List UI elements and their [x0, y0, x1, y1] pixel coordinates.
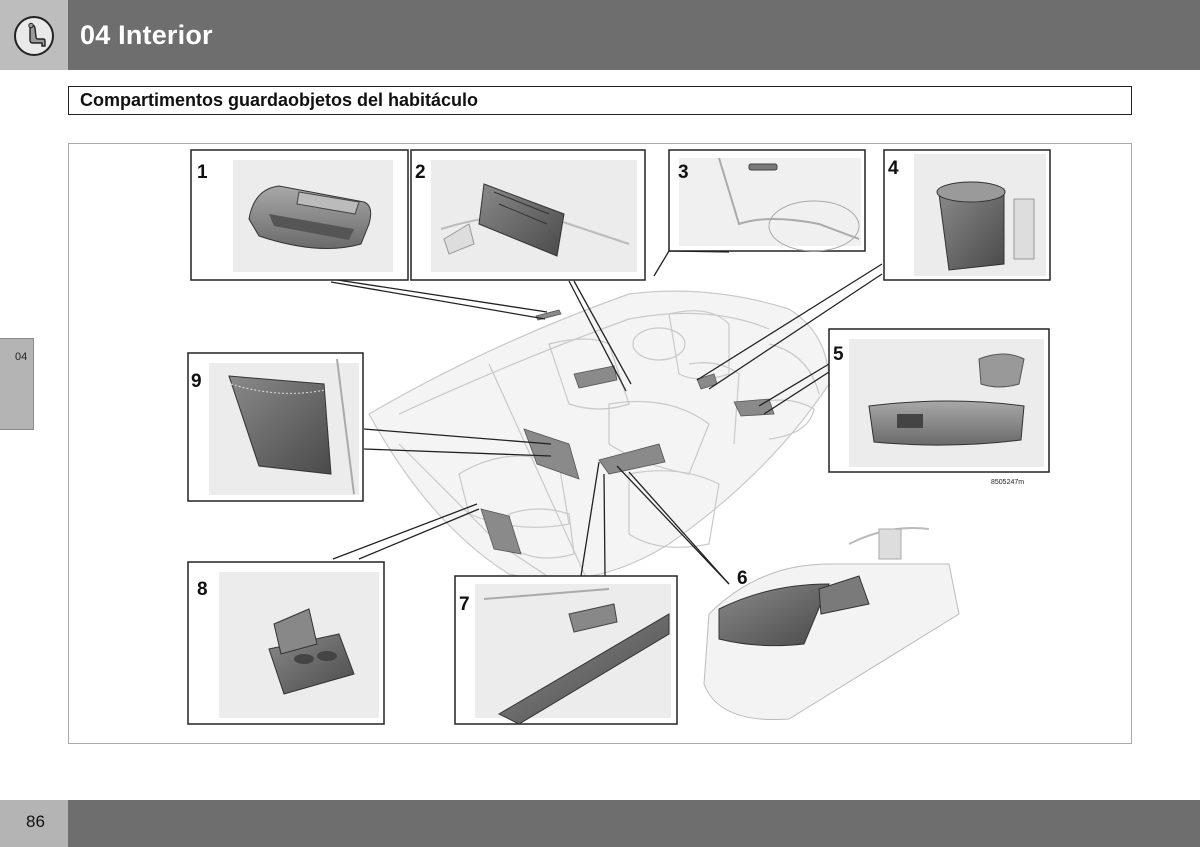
- callout-9: 9: [191, 371, 202, 392]
- chapter-side-tab[interactable]: 04: [0, 338, 34, 430]
- callout-7: 7: [459, 594, 470, 615]
- detail-box-6: [703, 527, 960, 721]
- figure-reference-code: 8505247m: [991, 479, 1025, 486]
- detail-box-3: [668, 149, 866, 252]
- footer-bar: [68, 800, 1200, 847]
- detail-box-9: [187, 352, 364, 502]
- callout-6: 6: [737, 568, 748, 589]
- callout-1: 1: [197, 162, 208, 183]
- chapter-side-tab-label: 04: [15, 351, 28, 363]
- detail-box-2: [410, 149, 646, 281]
- callout-2: 2: [415, 162, 426, 183]
- storage-compartments-figure: 1 2 3 4 5 6 7 8 9 8505247m: [68, 143, 1132, 744]
- page-number: 86: [26, 812, 45, 831]
- detail-box-8: [187, 561, 385, 725]
- detail-box-5: [828, 328, 1050, 473]
- highlighted-parts: [480, 309, 775, 555]
- detail-box-1: [190, 149, 409, 281]
- callout-3: 3: [678, 162, 689, 183]
- car-interior-illustration: [187, 149, 1051, 725]
- callout-5: 5: [833, 344, 844, 365]
- header-bar: [0, 0, 1200, 70]
- callout-8: 8: [197, 579, 208, 600]
- section-heading: Compartimentos guardaobjetos del habitác…: [68, 86, 1132, 115]
- leader-lines: [330, 250, 883, 585]
- footer-tab: [0, 800, 68, 847]
- callout-4: 4: [888, 158, 899, 179]
- detail-box-4: [883, 149, 1051, 281]
- chapter-title: 04 Interior: [80, 20, 213, 50]
- header-tab: [0, 0, 68, 70]
- detail-box-7: [454, 575, 678, 725]
- car-cabin-sketch: [368, 290, 830, 605]
- seat-icon: [14, 16, 54, 56]
